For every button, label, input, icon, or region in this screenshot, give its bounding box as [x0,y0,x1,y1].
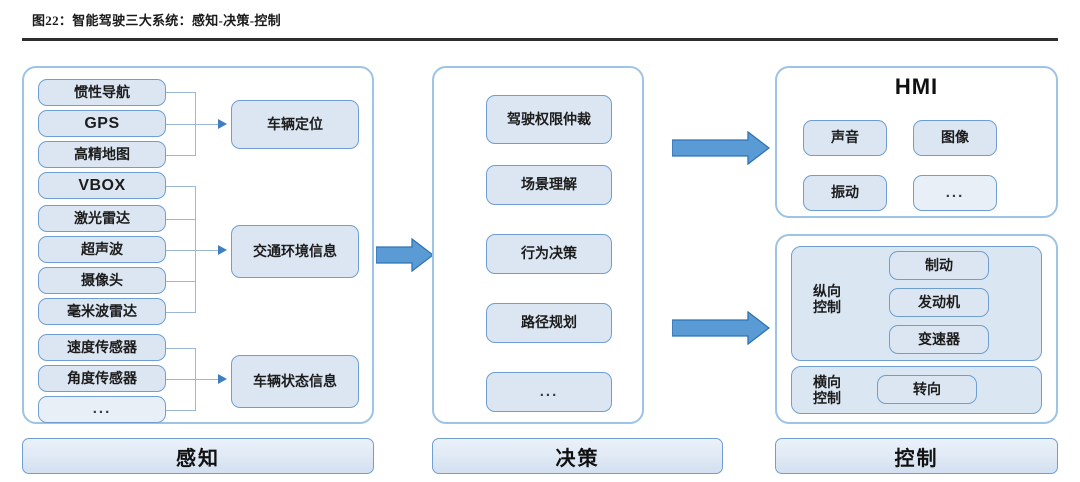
connector-line [195,250,221,251]
aggregate-node[interactable]: 车辆定位 [231,100,359,149]
decision-node[interactable]: ... [486,372,612,412]
connector-line [166,250,195,251]
title-divider [22,38,1058,41]
arrow-perception-to-decision [376,238,434,272]
aggregate-node[interactable]: 交通环境信息 [231,225,359,278]
decision-node[interactable]: 场景理解 [486,165,612,205]
connector-arrowhead [218,374,227,384]
connector-line [195,379,221,380]
hmi-node[interactable]: 声音 [803,120,887,156]
figure-title: 图22：智能驾驶三大系统：感知-决策-控制 [32,13,281,28]
stage-bar-decision[interactable]: 决策 [432,438,723,474]
connector-line [166,92,195,93]
hmi-node[interactable]: 图像 [913,120,997,156]
sensor-node[interactable]: 摄像头 [38,267,166,294]
sensor-node[interactable]: 毫米波雷达 [38,298,166,325]
decision-node[interactable]: 驾驶权限仲裁 [486,95,612,144]
connector-line [166,281,195,282]
lateral-actuator-node[interactable]: 转向 [877,375,977,404]
connector-line [166,124,195,125]
sensor-node[interactable]: GPS [38,110,166,137]
hmi-node[interactable]: ... [913,175,997,211]
connector-arrowhead [218,245,227,255]
arrow-decision-to-hmi [672,131,770,165]
connector-line [195,186,196,313]
connector-line [166,379,195,380]
connector-line [166,312,195,313]
figure-header: 图22：智能驾驶三大系统：感知-决策-控制 [0,0,1080,44]
arrow-decision-to-control [672,311,770,345]
longitudinal-actuator-node[interactable]: 变速器 [889,325,989,354]
hmi-node[interactable]: 振动 [803,175,887,211]
connector-line [166,410,195,411]
sensor-node[interactable]: 超声波 [38,236,166,263]
decision-node[interactable]: 行为决策 [486,234,612,274]
sensor-node[interactable]: 速度传感器 [38,334,166,361]
stage-bar-perception[interactable]: 感知 [22,438,374,474]
connector-line [166,186,195,187]
connector-arrowhead [218,119,227,129]
sensor-node[interactable]: VBOX [38,172,166,199]
connector-line [166,155,195,156]
lateral-control-label: 横向 控制 [813,374,841,407]
sensor-node[interactable]: ... [38,396,166,423]
connector-line [166,219,195,220]
longitudinal-control-label: 纵向 控制 [813,283,841,316]
sensor-node[interactable]: 高精地图 [38,141,166,168]
sensor-node[interactable]: 惯性导航 [38,79,166,106]
connector-line [195,124,221,125]
decision-node[interactable]: 路径规划 [486,303,612,343]
connector-line [166,348,195,349]
sensor-node[interactable]: 激光雷达 [38,205,166,232]
stage-bar-control[interactable]: 控制 [775,438,1058,474]
longitudinal-actuator-node[interactable]: 制动 [889,251,989,280]
sensor-node[interactable]: 角度传感器 [38,365,166,392]
longitudinal-actuator-node[interactable]: 发动机 [889,288,989,317]
hmi-title: HMI [894,74,939,99]
aggregate-node[interactable]: 车辆状态信息 [231,355,359,408]
